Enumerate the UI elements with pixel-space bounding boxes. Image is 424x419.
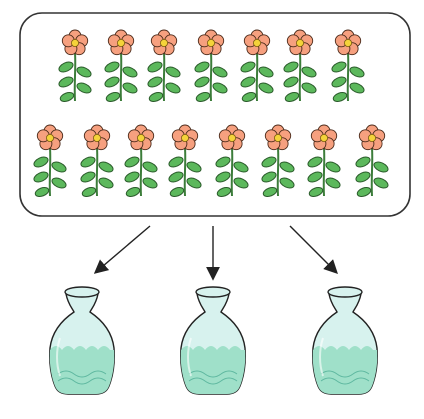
vases [48,286,379,395]
vase-right [311,286,379,395]
vase-left [48,286,116,395]
arrow-left [93,225,151,274]
vase-middle [179,286,247,395]
arrows [93,225,338,281]
arrow-right [289,225,338,274]
